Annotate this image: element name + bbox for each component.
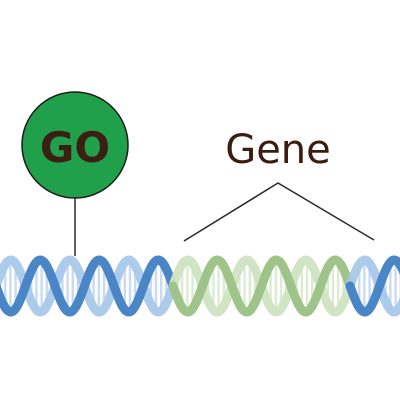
gene-label: Gene: [225, 127, 331, 173]
dna-strand-front: [168, 255, 355, 317]
gene-dna-segment: [168, 255, 355, 317]
upstream-dna-segment: [0, 255, 178, 317]
dna-strand-front: [345, 255, 400, 317]
gene-span-bracket: [183, 182, 375, 242]
dna-strand-front: [0, 255, 178, 317]
go-marker-circle: [21, 91, 129, 199]
dna-double-helix: [0, 255, 400, 317]
downstream-dna-segment: [345, 255, 400, 317]
go-marker-label: GO: [40, 123, 110, 172]
